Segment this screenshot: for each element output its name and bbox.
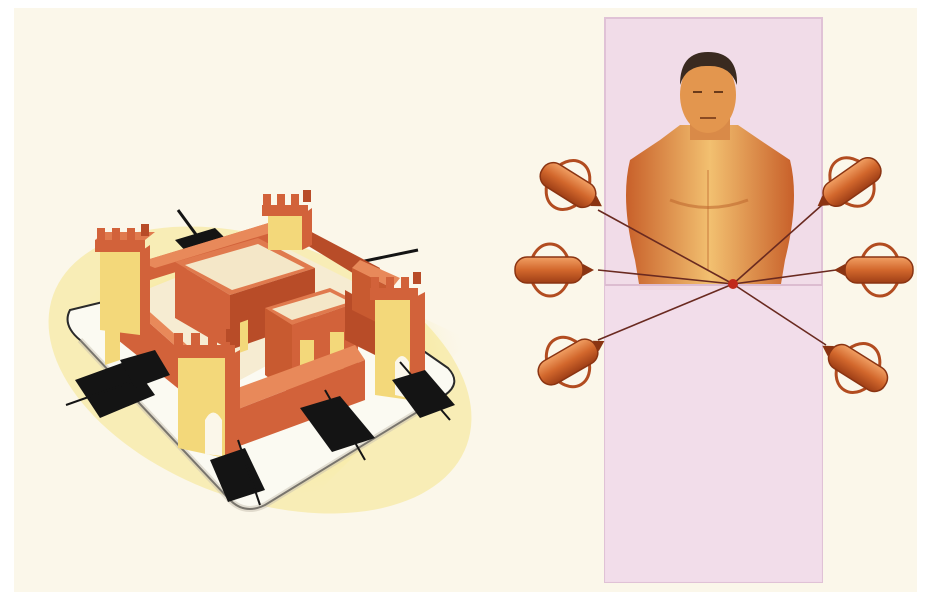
- ram-right-top: [360, 250, 418, 262]
- tower-back-right: [262, 190, 312, 250]
- tower-front: [172, 329, 240, 458]
- emitter-left-mid: [515, 244, 594, 296]
- patient-panel: [515, 18, 913, 582]
- tumor-target: [728, 279, 738, 289]
- emitter-left-bottom: [527, 318, 617, 400]
- tower-left: [105, 300, 120, 365]
- castle-panel: [9, 173, 511, 568]
- emitter-left-top: [529, 147, 616, 228]
- sheet-cover: [605, 285, 822, 582]
- emitter-right-mid: [834, 244, 913, 296]
